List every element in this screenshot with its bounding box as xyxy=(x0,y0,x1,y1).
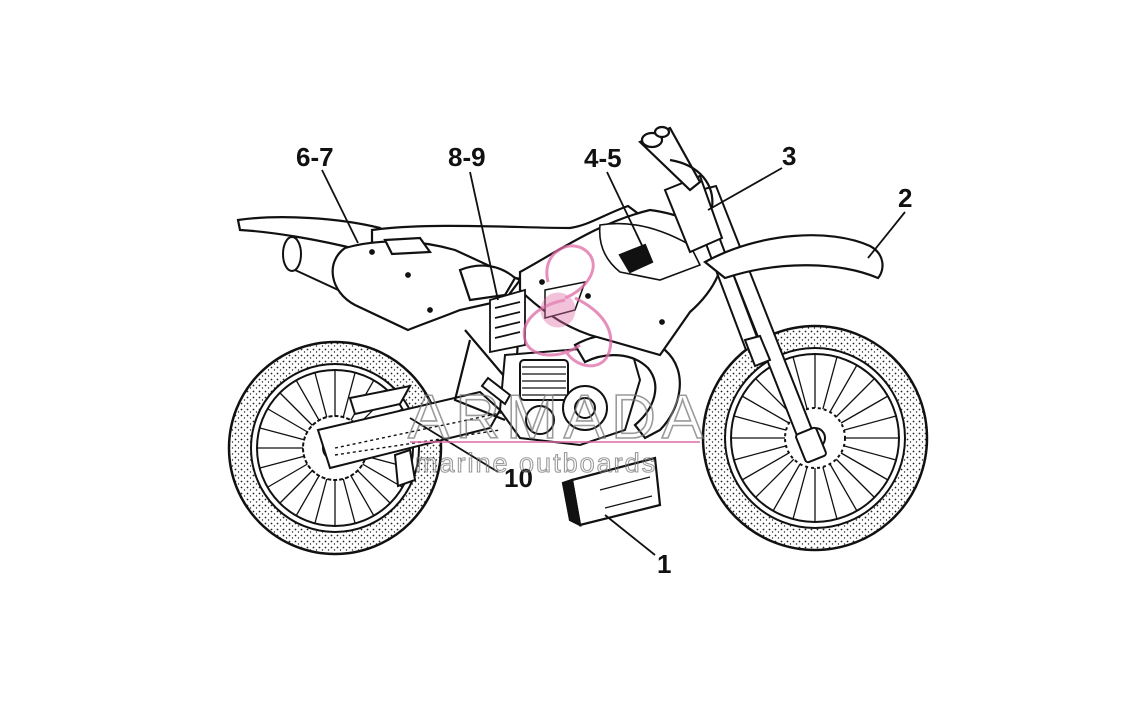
tool-bag xyxy=(561,456,662,527)
watermark-logo-icon xyxy=(522,244,613,368)
callout-6-7: 6-7 xyxy=(296,142,334,172)
engine xyxy=(480,343,642,447)
radiator-shroud xyxy=(518,208,724,357)
leader-45 xyxy=(606,171,649,259)
callout-8-9: 8-9 xyxy=(448,142,486,172)
front-fender xyxy=(703,234,884,280)
callout-3: 3 xyxy=(782,141,796,171)
handlebar xyxy=(638,125,714,209)
leader-3 xyxy=(707,167,783,211)
callout-2: 2 xyxy=(898,183,912,213)
swingarm xyxy=(316,384,506,488)
kickstarter xyxy=(480,376,512,406)
radiator xyxy=(489,288,526,354)
leader-2 xyxy=(867,211,906,259)
watermark: ARMADA marine outboards xyxy=(407,244,704,479)
callout-1: 1 xyxy=(657,549,671,579)
callout-4-5: 4-5 xyxy=(584,143,622,173)
leader-67 xyxy=(321,169,359,244)
leader-89 xyxy=(469,171,499,301)
callout-labels: 1 2 3 4-5 6-7 8-9 10 xyxy=(296,141,912,579)
leader-1 xyxy=(604,514,656,556)
watermark-tagline: marine outboards xyxy=(415,448,657,478)
callout-10: 10 xyxy=(504,463,533,493)
leader-10 xyxy=(409,417,499,473)
side-panel xyxy=(331,236,522,332)
leader-lines xyxy=(321,167,906,556)
